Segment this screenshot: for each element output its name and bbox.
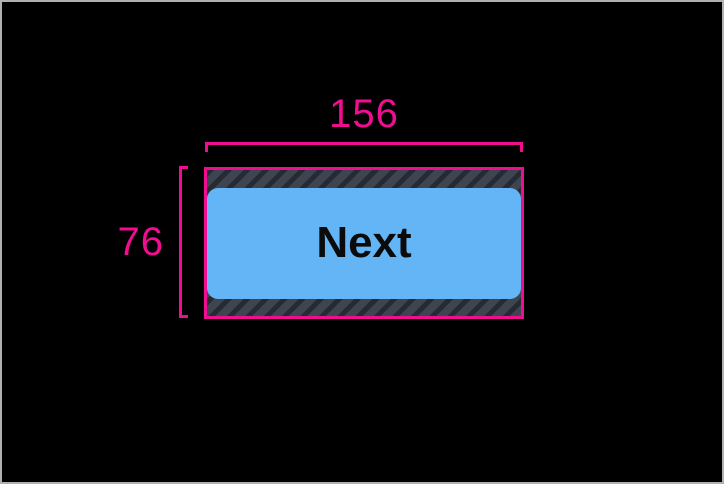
width-dimension-label: 156 xyxy=(329,92,399,136)
next-button[interactable]: Next xyxy=(207,187,521,299)
width-measure-bracket xyxy=(205,142,523,152)
height-dimension-label: 76 xyxy=(117,220,164,264)
padding-hatch-bottom xyxy=(207,298,521,316)
padding-hatch-top xyxy=(207,170,521,188)
measured-region-outline: Next xyxy=(204,167,524,319)
height-measure-bracket xyxy=(179,166,188,318)
